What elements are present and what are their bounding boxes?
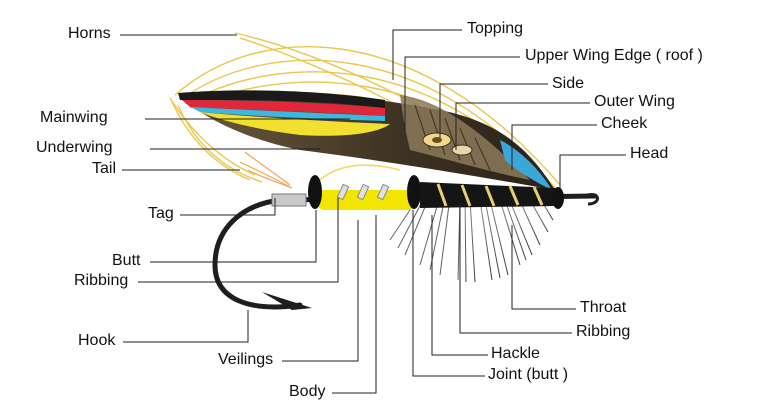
label-underwing: Underwing bbox=[36, 139, 113, 156]
label-body: Body bbox=[289, 383, 326, 400]
joint-ball bbox=[407, 175, 421, 209]
label-butt: Butt bbox=[112, 252, 141, 269]
body-ribbing bbox=[336, 183, 390, 201]
tail-fibres bbox=[239, 151, 293, 189]
label-hackle: Hackle bbox=[491, 345, 540, 362]
butt-ball bbox=[308, 175, 322, 209]
label-head: Head bbox=[630, 145, 669, 162]
mainwing-red-strip bbox=[182, 100, 385, 116]
mainwing-blue-strip bbox=[190, 107, 385, 121]
label-hook: Hook bbox=[78, 332, 116, 349]
front-body bbox=[420, 182, 555, 208]
head-shape bbox=[552, 187, 564, 209]
tag-band bbox=[271, 193, 307, 207]
label-topping: Topping bbox=[467, 20, 524, 37]
label-tail: Tail bbox=[92, 160, 117, 177]
front-ribbing bbox=[436, 183, 544, 207]
label-throat: Throat bbox=[580, 299, 627, 316]
hook-shape bbox=[212, 193, 598, 310]
label-cheek: Cheek bbox=[601, 115, 648, 132]
mainwing-black-strip bbox=[178, 90, 385, 108]
label-mainwing: Mainwing bbox=[40, 109, 108, 126]
label-tag: Tag bbox=[148, 205, 174, 222]
label-upper-wing-edge: Upper Wing Edge ( roof ) bbox=[525, 47, 703, 64]
label-horns: Horns bbox=[68, 25, 111, 42]
label-outer-wing: Outer Wing bbox=[594, 93, 675, 110]
label-joint: Joint (butt ) bbox=[488, 366, 569, 383]
label-side: Side bbox=[552, 75, 585, 92]
label-veilings: Veilings bbox=[218, 351, 274, 368]
label-ribbing-left: Ribbing bbox=[74, 272, 129, 289]
cheek-feather bbox=[500, 140, 552, 190]
label-ribbing-right: Ribbing bbox=[576, 323, 631, 340]
leader-lines bbox=[120, 29, 626, 394]
hackle-fibres bbox=[389, 194, 554, 283]
mainwing-yellow-strip bbox=[200, 112, 390, 136]
